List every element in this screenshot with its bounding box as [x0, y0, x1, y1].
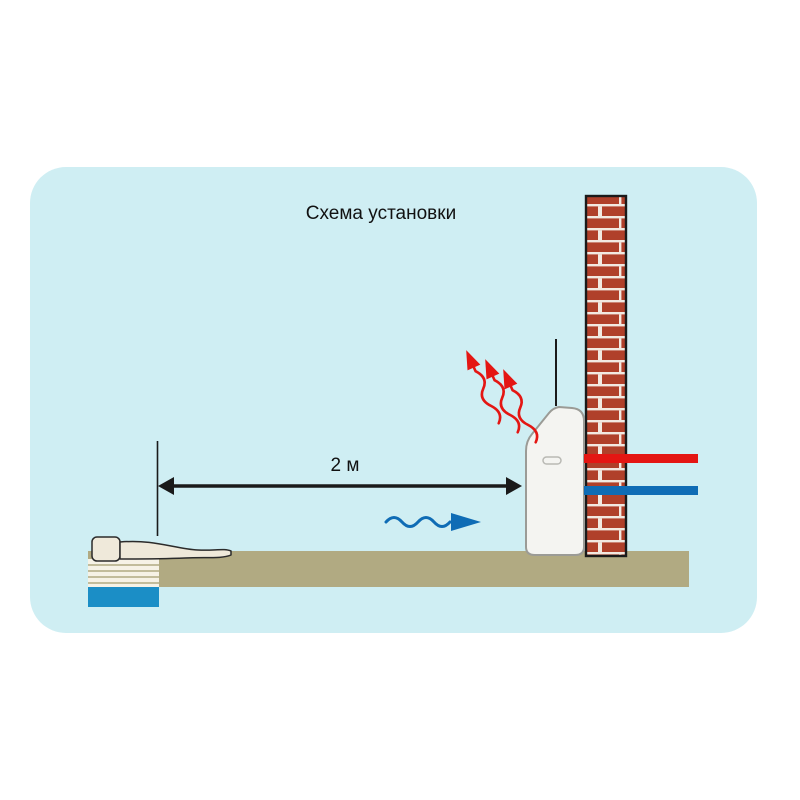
heater-device: [525, 405, 585, 556]
diagram-title: Схема установки: [306, 203, 456, 224]
hot-water-pipe: [584, 454, 698, 463]
faucet-spout: [119, 540, 232, 560]
air-flow-arrowhead: [451, 513, 481, 531]
brick-wall: [584, 194, 628, 558]
air-flow-arrow: [384, 513, 481, 531]
dimension-arrow: 2 м: [158, 455, 522, 495]
floor-layer-lines: [88, 564, 159, 584]
faucet: [91, 536, 232, 562]
dimension-label: 2 м: [331, 455, 360, 476]
heater-vent-slot: [542, 456, 562, 465]
water-layer: [88, 587, 159, 607]
dimension-arrowhead-right: [506, 477, 522, 495]
heater-body: [525, 405, 585, 556]
faucet-cap: [91, 536, 121, 562]
air-flow-wave: [384, 516, 452, 528]
dimension-arrowhead-left: [158, 477, 174, 495]
cold-water-pipe: [584, 486, 698, 495]
